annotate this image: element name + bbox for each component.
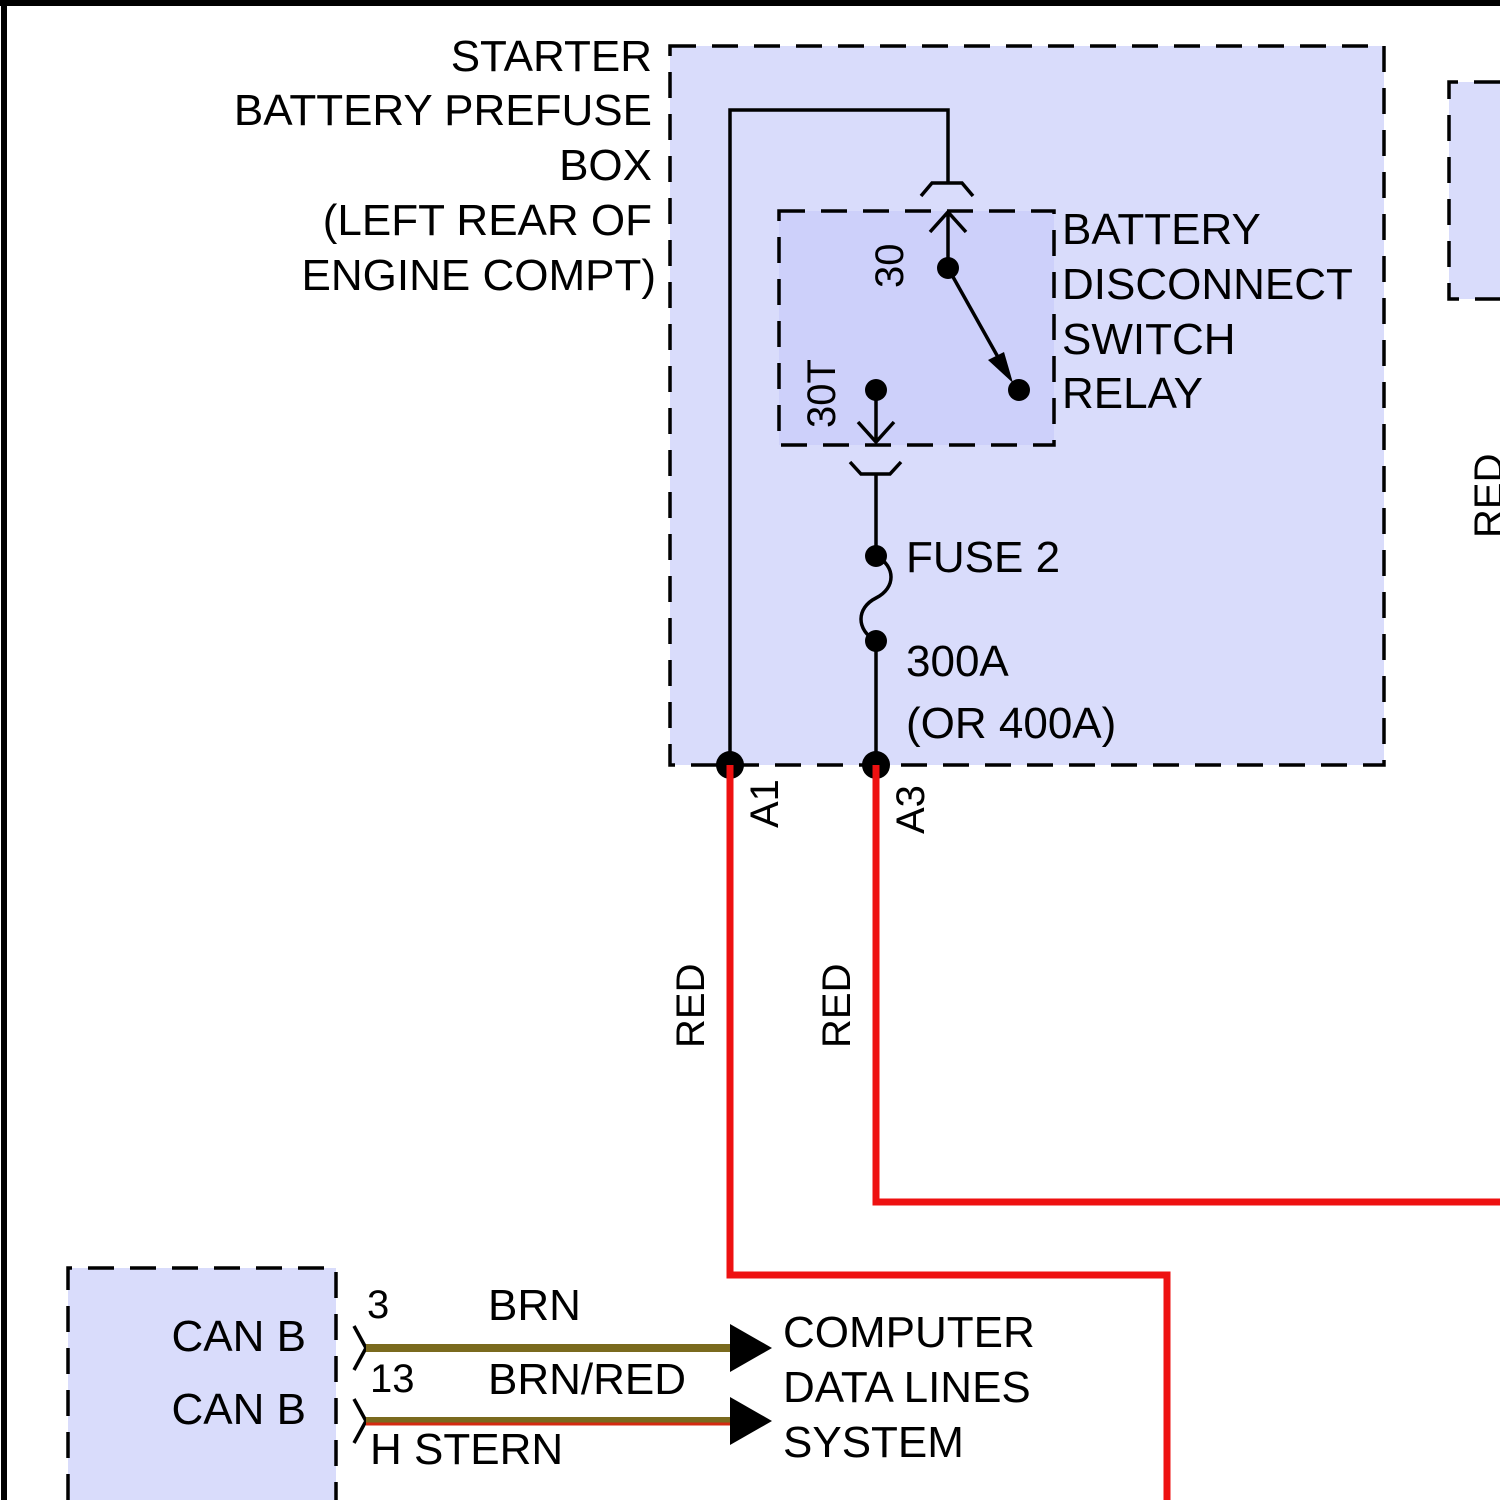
arrow-lower-icon bbox=[730, 1397, 772, 1445]
fuse-name: FUSE 2 bbox=[906, 533, 1060, 582]
can-connector-upper bbox=[354, 1326, 366, 1370]
can-label-lower: CAN B bbox=[172, 1385, 306, 1434]
prefuse-title-line: BATTERY PREFUSE bbox=[234, 86, 652, 135]
destination-line: COMPUTER bbox=[783, 1308, 1035, 1357]
prefuse-box-title: STARTER BATTERY PREFUSE BOX (LEFT REAR O… bbox=[234, 32, 656, 300]
can-connector-lower bbox=[354, 1399, 366, 1443]
prefuse-title-line: STARTER bbox=[451, 32, 652, 81]
relay-switch-contact bbox=[1008, 379, 1030, 401]
relay-label-line: RELAY bbox=[1062, 369, 1203, 418]
wire-a3-color-label: RED bbox=[815, 964, 859, 1048]
brn-red-wire-label: BRN/RED bbox=[488, 1355, 686, 1404]
destination-line: SYSTEM bbox=[783, 1418, 964, 1467]
can-label-upper: CAN B bbox=[172, 1312, 306, 1361]
prefuse-title-line: BOX bbox=[559, 141, 652, 190]
right-partial-box bbox=[1449, 82, 1500, 299]
prefuse-title-line: (LEFT REAR OF bbox=[323, 196, 652, 245]
can-pin-upper: 3 bbox=[367, 1283, 389, 1327]
prefuse-title-line: ENGINE COMPT) bbox=[302, 251, 656, 300]
wire-a1-color-label: RED bbox=[669, 964, 713, 1048]
brn-wire-label: BRN bbox=[488, 1281, 581, 1330]
destination-line: DATA LINES bbox=[783, 1363, 1031, 1412]
relay-label-line: BATTERY bbox=[1062, 205, 1261, 254]
h-stern-label: H STERN bbox=[370, 1425, 563, 1474]
pin-a3-label: A3 bbox=[889, 785, 933, 834]
relay-label-line: SWITCH bbox=[1062, 315, 1236, 364]
red-wire-a3 bbox=[876, 765, 1500, 1202]
pin-a1-label: A1 bbox=[743, 779, 787, 828]
destination-label: COMPUTER DATA LINES SYSTEM bbox=[783, 1308, 1035, 1467]
relay-pin-30t-label: 30T bbox=[800, 359, 844, 428]
fuse-rating: 300A bbox=[906, 637, 1009, 686]
can-pin-lower: 13 bbox=[370, 1357, 415, 1401]
relay-pin-30-label: 30 bbox=[868, 244, 912, 289]
relay-label-line: DISCONNECT bbox=[1062, 260, 1353, 309]
fuse-alt-rating: (OR 400A) bbox=[906, 699, 1116, 748]
can-module-box bbox=[68, 1268, 336, 1500]
wire-right-color-label: RED bbox=[1467, 454, 1500, 538]
arrow-upper-icon bbox=[730, 1324, 772, 1372]
